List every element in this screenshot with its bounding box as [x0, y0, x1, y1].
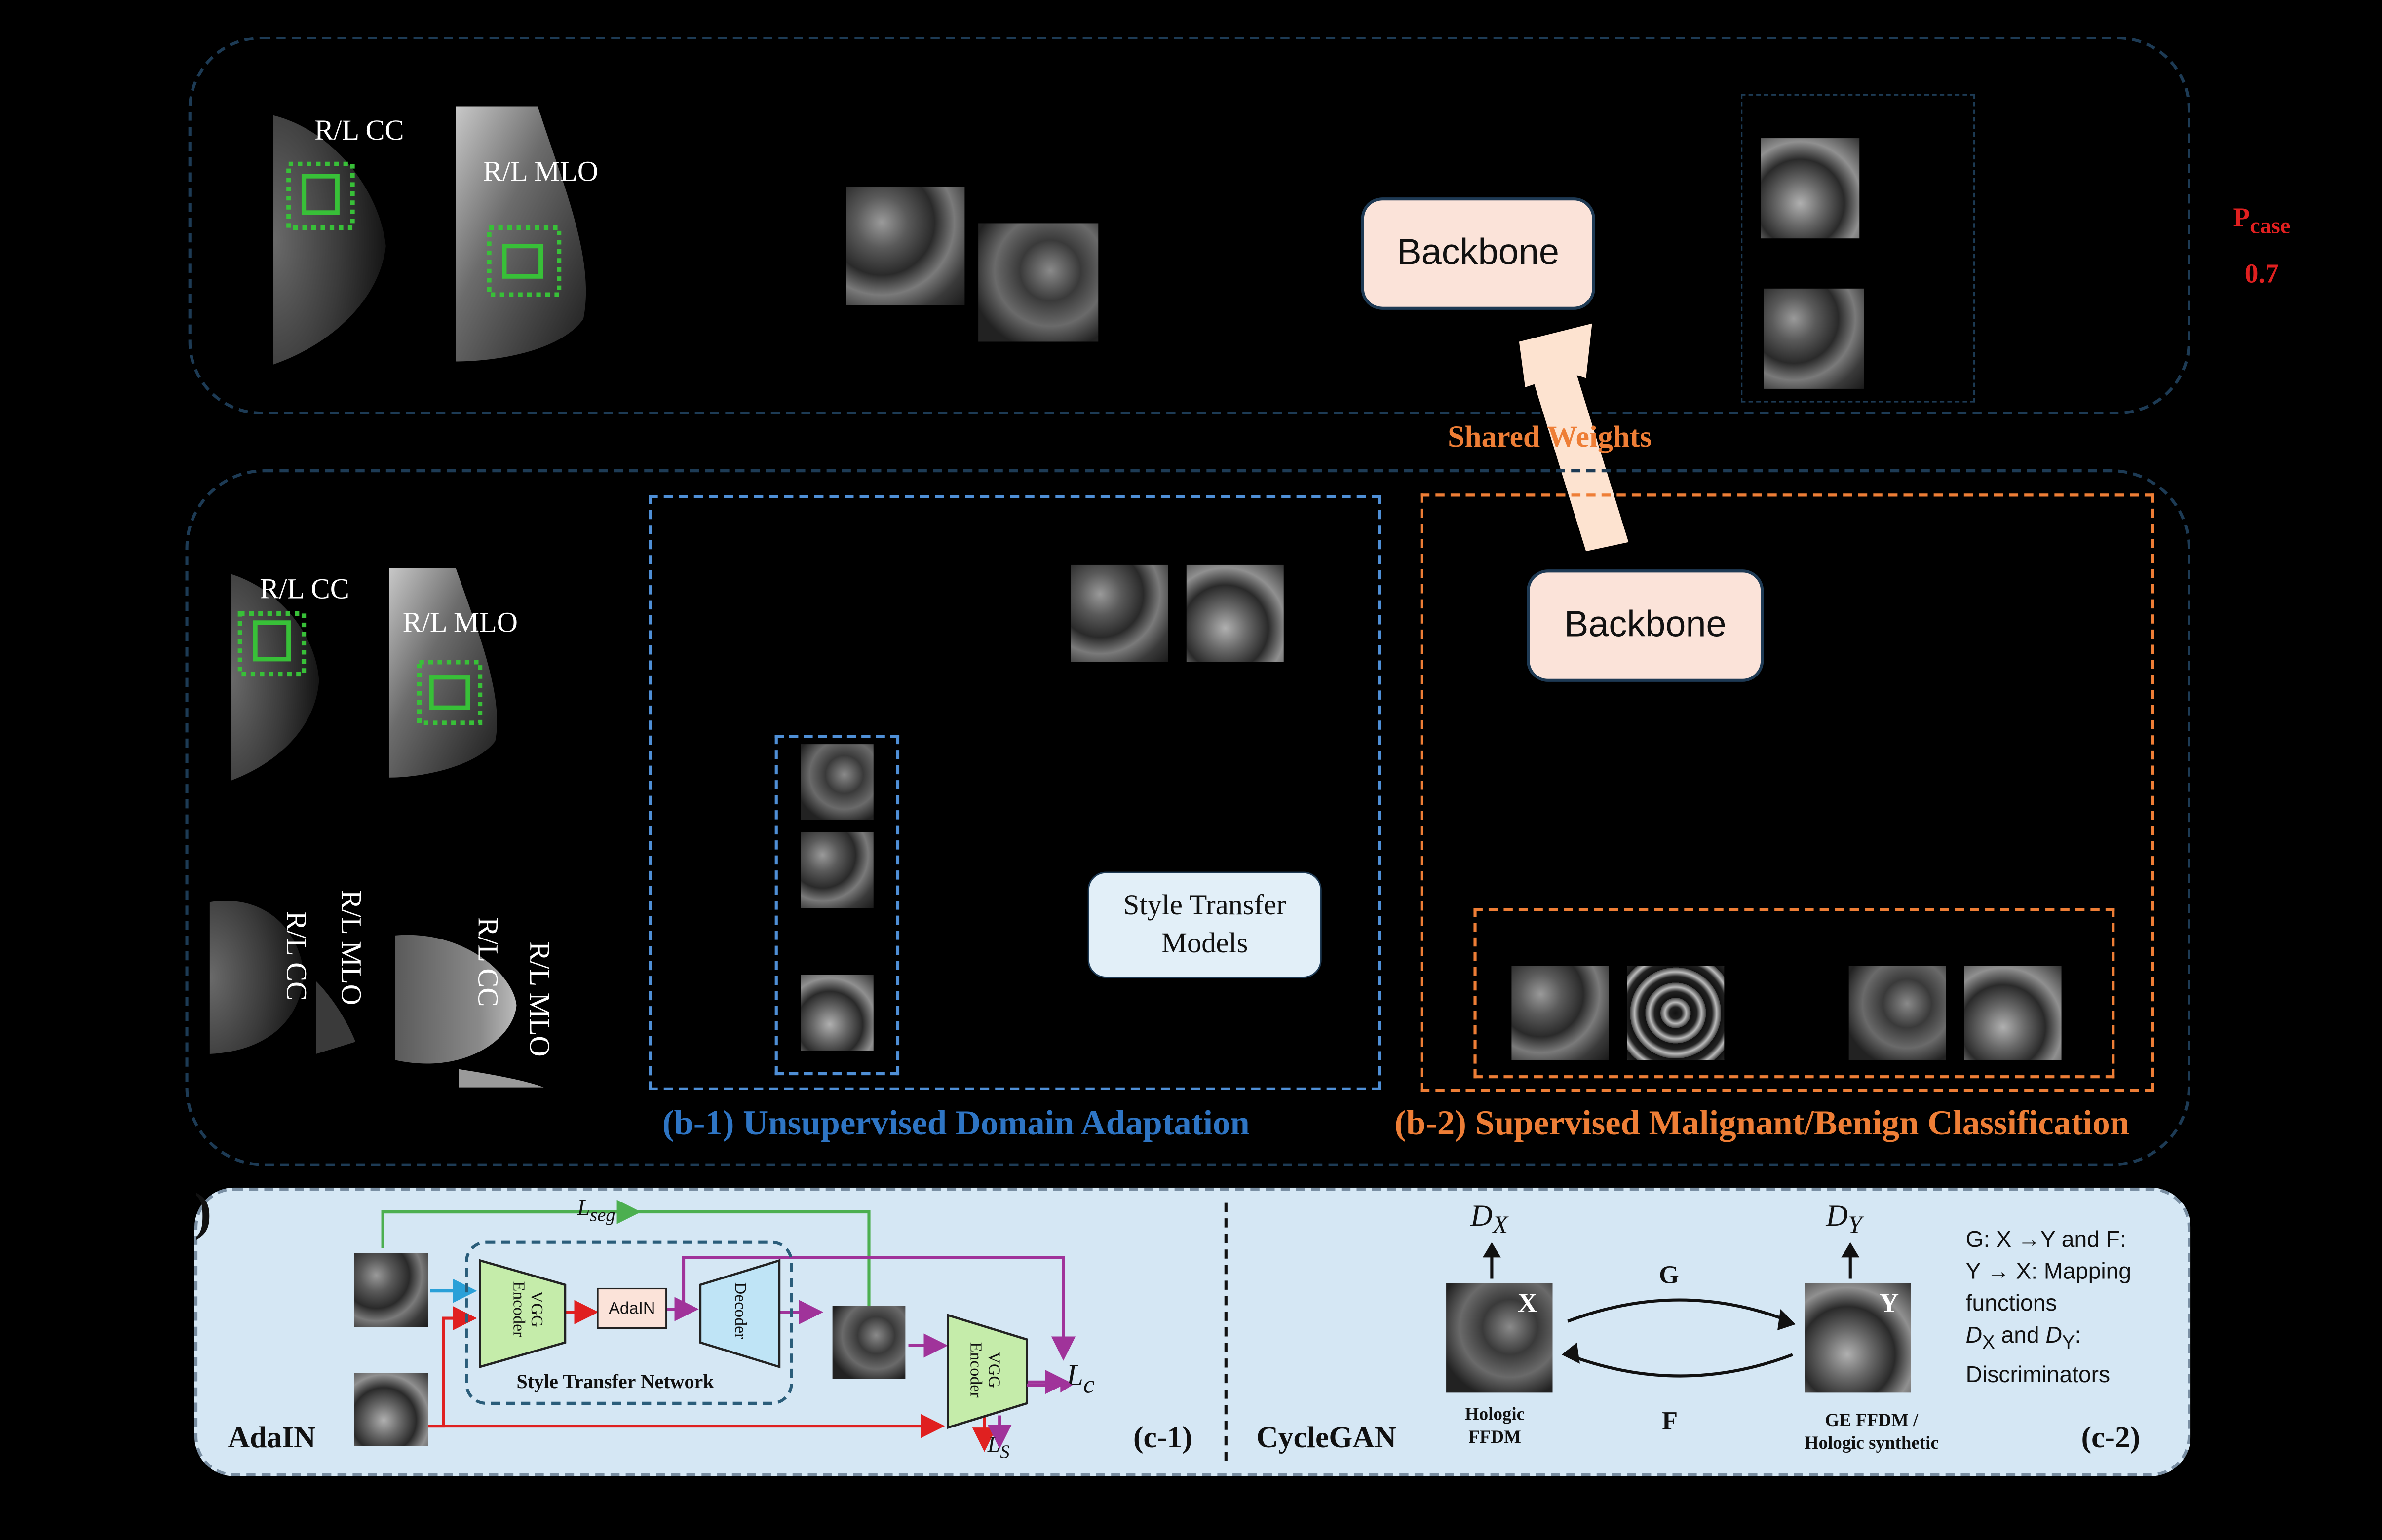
mammogram-cc-target-2 — [395, 935, 544, 1088]
y-label: Y — [1879, 1287, 1899, 1318]
mlo-label-target-2: R/L MLO — [522, 941, 555, 1057]
panel-c-letter: ) — [194, 1184, 212, 1241]
source-domain-image — [1446, 1283, 1553, 1393]
target-patch-frame — [774, 735, 900, 1076]
x-label: X — [1517, 1287, 1537, 1318]
patch-b1-1 — [1071, 564, 1168, 662]
patch-group-frame-a — [1741, 94, 1975, 403]
lc-arrow — [1027, 1377, 1073, 1393]
mammogram-mlo-a — [456, 106, 586, 362]
mammogram-cc-b — [231, 574, 319, 781]
backbone-b: Backbone — [1527, 569, 1764, 682]
cc-label-target-1: R/L CC — [279, 911, 311, 1001]
cyclegan-title: CycleGAN — [1256, 1421, 1397, 1455]
adain-block: AdaIN — [597, 1287, 667, 1329]
patch-b1-3 — [801, 744, 874, 821]
pcase-label: Pcase — [2233, 202, 2291, 240]
patch-b2-3 — [1848, 966, 1946, 1060]
cc-label-b: R/L CC — [260, 574, 349, 606]
mammogram-cc-a — [273, 115, 386, 365]
vgg-encoder-1 — [479, 1259, 567, 1369]
cycle-arrows — [1561, 1298, 1796, 1378]
stn-label: Style Transfer Network — [516, 1370, 714, 1393]
patch-b2-2 — [1627, 966, 1725, 1060]
vgg-encoder-1-label: VGG Encoder — [509, 1281, 545, 1337]
patch-b1-2 — [1186, 564, 1284, 662]
caption-b2: (b-2) Supervised Malignant/Benign Classi… — [1394, 1104, 2130, 1142]
patch-a-1 — [846, 187, 965, 305]
panel-b-frame — [185, 469, 2191, 1166]
style-transfer-models: Style Transfer Models — [1087, 871, 1322, 978]
uda-frame — [649, 495, 1381, 1090]
target-caption: GE FFDM /Hologic synthetic — [1804, 1409, 1939, 1454]
f-label: F — [1662, 1406, 1678, 1435]
mlo-label-a: R/L MLO — [483, 156, 599, 188]
patch-b1-5 — [801, 975, 874, 1051]
patch-a-4 — [1764, 288, 1864, 389]
loss-content: Lc — [1066, 1359, 1095, 1399]
g-label: G — [1658, 1260, 1679, 1290]
loss-style: LS — [987, 1433, 1010, 1463]
backbone-a: Backbone — [1361, 197, 1595, 310]
vgg-encoder-2-label: VGG Encoder — [966, 1342, 1003, 1398]
classification-patch-frame — [1473, 908, 2115, 1079]
style-image — [354, 1373, 428, 1446]
c1-tag: (c-1) — [1133, 1421, 1192, 1455]
patch-b1-4 — [801, 832, 874, 908]
mlo-label-b: R/L MLO — [402, 607, 518, 639]
pcase-value: 0.7 — [2244, 257, 2279, 288]
mammogram-cc-target-1 — [209, 901, 356, 1054]
panel-a-frame — [188, 36, 2191, 415]
style-transfer-network-frame — [464, 1240, 793, 1405]
loss-seg: Lseg — [577, 1197, 615, 1226]
vgg-encoder-2 — [947, 1314, 1028, 1429]
adain-title: AdaIN — [228, 1421, 316, 1455]
adain-connections — [381, 1200, 1076, 1452]
dx-label: DX — [1470, 1200, 1508, 1240]
patch-a-2 — [978, 223, 1099, 342]
c2-tag: (c-2) — [2081, 1421, 2141, 1455]
caption-b1: (b-1) Unsupervised Domain Adaptation — [662, 1104, 1250, 1142]
dy-label: DY — [1826, 1200, 1862, 1240]
mammogram-mlo-b — [388, 568, 498, 778]
decoder-block — [699, 1259, 781, 1369]
cc-label-target-2: R/L CC — [471, 917, 503, 1007]
dy-arrow — [1841, 1242, 1860, 1279]
pcase-output: Pcase 0.7 — [2233, 194, 2290, 296]
panel-c-divider — [1224, 1202, 1228, 1461]
patch-a-3 — [1761, 138, 1860, 239]
classification-frame — [1420, 493, 2154, 1092]
cc-label-a: R/L CC — [314, 115, 404, 148]
target-domain-image — [1805, 1283, 1911, 1393]
mlo-label-target-1: R/L MLO — [334, 890, 366, 1005]
dx-arrow — [1482, 1242, 1501, 1279]
decoder-label: Decoder — [730, 1282, 749, 1339]
shared-weights-label: Shared Weights — [1448, 420, 1652, 454]
content-image — [354, 1253, 428, 1327]
stylized-image — [832, 1306, 906, 1379]
patch-b2-1 — [1511, 966, 1609, 1060]
patch-b2-4 — [1964, 966, 2062, 1060]
cyclegan-legend: G: X →Y and F: Y → X: Mapping functions … — [1965, 1227, 2132, 1389]
